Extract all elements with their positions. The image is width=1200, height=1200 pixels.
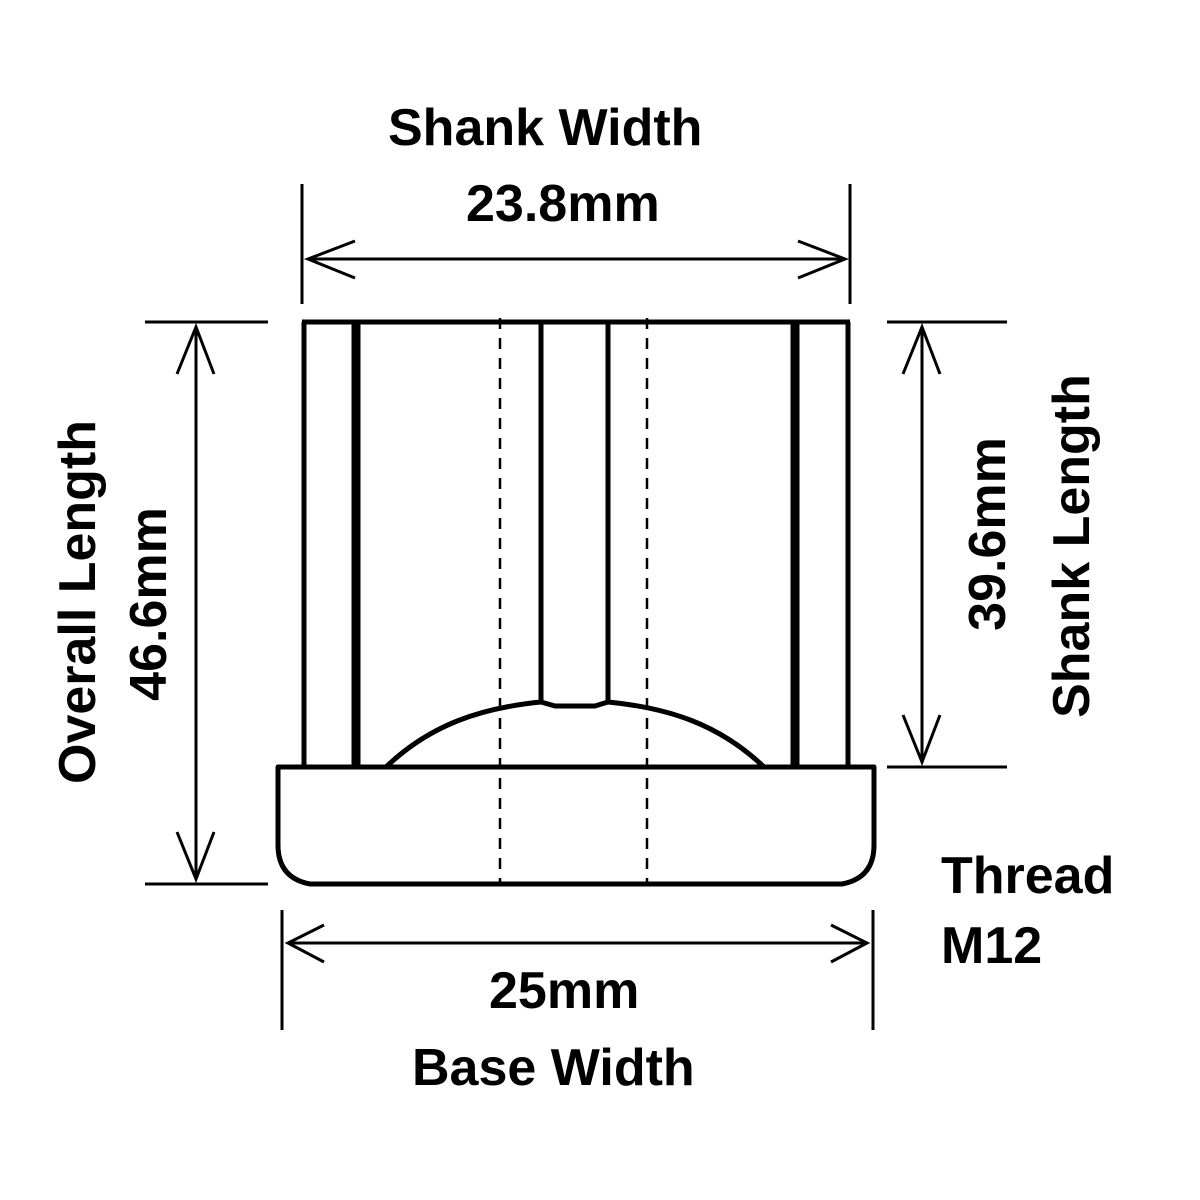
thread-value: M12: [941, 917, 1043, 975]
thread-label: Thread: [941, 847, 1115, 905]
shank-width-dimension: [300, 184, 852, 304]
base-width-dimension: [280, 910, 875, 1030]
shank-width-label: Shank Width: [388, 99, 703, 157]
base-width-label: Base Width: [412, 1039, 695, 1097]
shank-length-dimension: [887, 320, 1007, 769]
overall-length-value: 46.6mm: [120, 507, 178, 701]
shank-length-label: Shank Length: [1043, 374, 1101, 718]
overall-length-label: Overall Length: [49, 419, 107, 785]
overall-length-dimension: [145, 320, 268, 886]
shank-width-value: 23.8mm: [466, 175, 660, 233]
shank-outline: [301, 319, 851, 769]
hidden-thread-lines: [498, 318, 649, 884]
shank-length-value: 39.6mm: [959, 437, 1017, 631]
base-outline: [275, 764, 877, 887]
base-width-value: 25mm: [489, 962, 640, 1020]
